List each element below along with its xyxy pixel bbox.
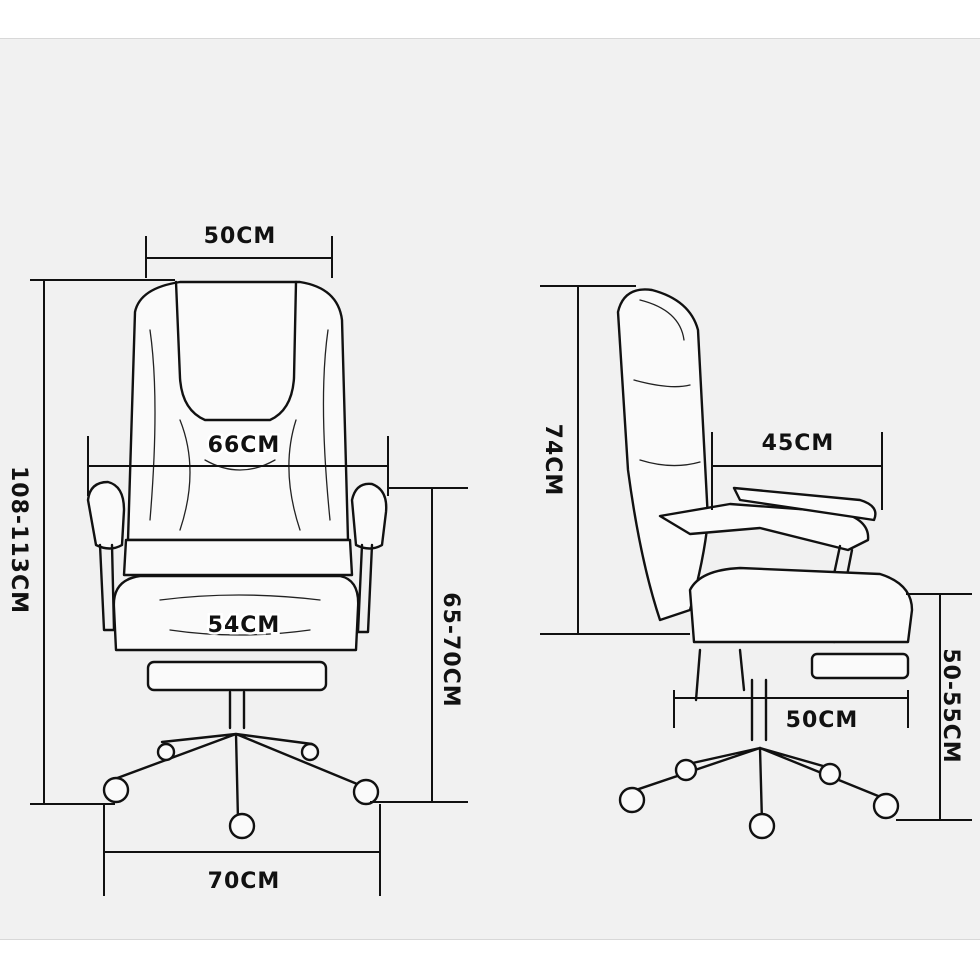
base-width-label: 70CM <box>208 869 281 894</box>
arm-width-label: 66CM <box>208 433 281 458</box>
front-view-chair <box>86 280 388 840</box>
front-caster <box>102 776 130 804</box>
side-view-chair <box>616 288 914 840</box>
side-caster <box>748 812 776 840</box>
total-height-label: 108-113CM <box>6 466 31 614</box>
side-seat-cushion <box>688 566 914 644</box>
side-base-legs <box>628 746 890 824</box>
side-footrest <box>810 652 910 680</box>
side-caster <box>818 762 842 786</box>
front-left-armpost <box>98 543 116 632</box>
front-headrest <box>174 280 298 422</box>
front-right-armpad <box>350 482 388 550</box>
side-mechanism <box>694 648 746 702</box>
side-back-stitching <box>633 299 701 467</box>
side-caster <box>618 786 646 814</box>
front-dimension-lines <box>30 236 468 896</box>
side-dimension-lines <box>540 285 972 821</box>
front-right-armpost <box>356 543 374 634</box>
seat-height-label: 50-55CM <box>938 648 963 763</box>
front-caster <box>352 778 380 806</box>
front-caster <box>228 812 256 840</box>
side-gas-lift <box>750 678 768 742</box>
base-depth-label: 50CM <box>786 708 859 733</box>
front-caster <box>300 742 320 762</box>
front-back-stitching <box>149 329 331 531</box>
front-caster <box>156 742 176 762</box>
side-backrest <box>616 288 710 622</box>
back-height-label: 74CM <box>540 424 565 497</box>
arm-height-label: 65-70CM <box>438 592 463 707</box>
top-width-label: 50CM <box>204 224 277 249</box>
side-armpad <box>732 486 877 522</box>
front-seat-back-roll <box>122 538 354 577</box>
front-left-armpad <box>86 480 126 550</box>
front-base-legs <box>110 732 364 822</box>
seat-depth-label: 45CM <box>762 431 835 456</box>
front-footrest <box>146 660 328 692</box>
side-caster <box>872 792 900 820</box>
front-seat-stitching <box>159 594 321 636</box>
seat-width-label: 54CM <box>208 613 281 638</box>
side-caster <box>674 758 698 782</box>
front-backrest <box>126 280 350 542</box>
front-gas-lift <box>228 690 246 730</box>
